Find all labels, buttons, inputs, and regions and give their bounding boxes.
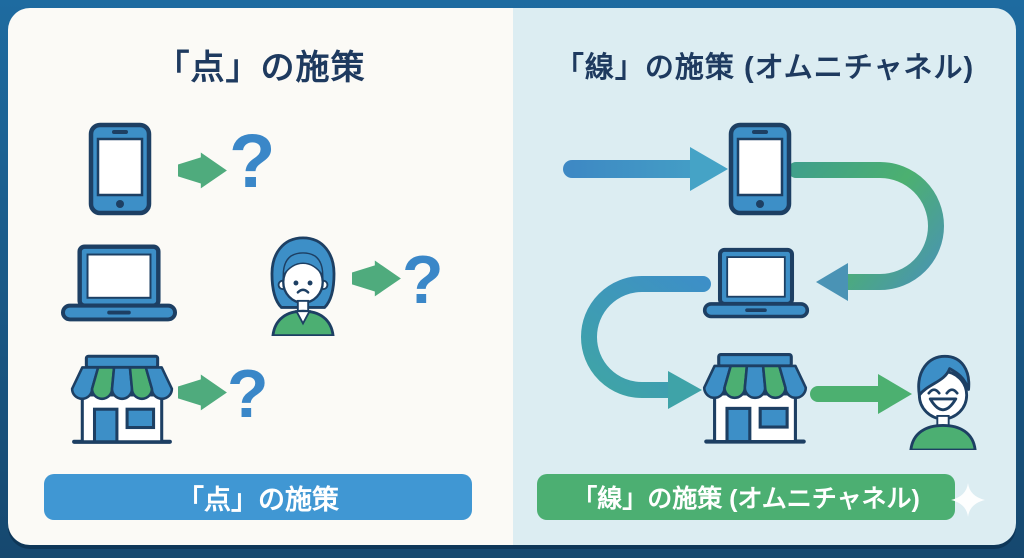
confused-woman-icon xyxy=(270,236,336,336)
right-banner-label: 「線」の施策 (オムニチャネル) xyxy=(572,485,920,513)
curve-phone-to-laptop xyxy=(788,162,944,290)
green-arrow-icon xyxy=(352,260,401,297)
store-icon xyxy=(70,354,174,444)
store-icon xyxy=(702,352,808,444)
right-panel-title: 「線」の施策 (オムニチャネル) xyxy=(554,52,975,84)
green-arrow-icon xyxy=(178,374,227,411)
sparkle-icon xyxy=(951,483,985,517)
happy-customer-icon xyxy=(909,354,977,450)
question-mark: ? xyxy=(402,242,444,318)
curve-laptop-to-store-head xyxy=(668,371,702,409)
panel-line-strategy: 「線」の施策 (オムニチャネル) xyxy=(513,8,1016,545)
right-strategy-banner: 「線」の施策 (オムニチャネル) xyxy=(537,474,955,520)
smartphone-icon xyxy=(728,122,792,216)
smartphone-icon xyxy=(88,122,152,216)
panel-point-strategy: 「点」の施策 ? xyxy=(8,8,513,545)
curve-laptop-to-store xyxy=(581,276,711,398)
left-strategy-banner: 「点」の施策 xyxy=(44,474,472,520)
question-mark: ? xyxy=(229,119,276,204)
arrow-entry-head xyxy=(690,147,728,191)
left-banner-label: 「点」の施策 xyxy=(177,484,339,515)
laptop-icon xyxy=(60,244,178,322)
question-mark: ? xyxy=(227,356,269,432)
curve-phone-to-laptop-head xyxy=(816,263,848,301)
comparison-card: 「点」の施策 ? xyxy=(8,8,1016,545)
laptop-icon xyxy=(702,247,810,319)
left-panel-title: 「点」の施策 xyxy=(155,49,366,87)
green-arrow-icon xyxy=(178,152,227,189)
